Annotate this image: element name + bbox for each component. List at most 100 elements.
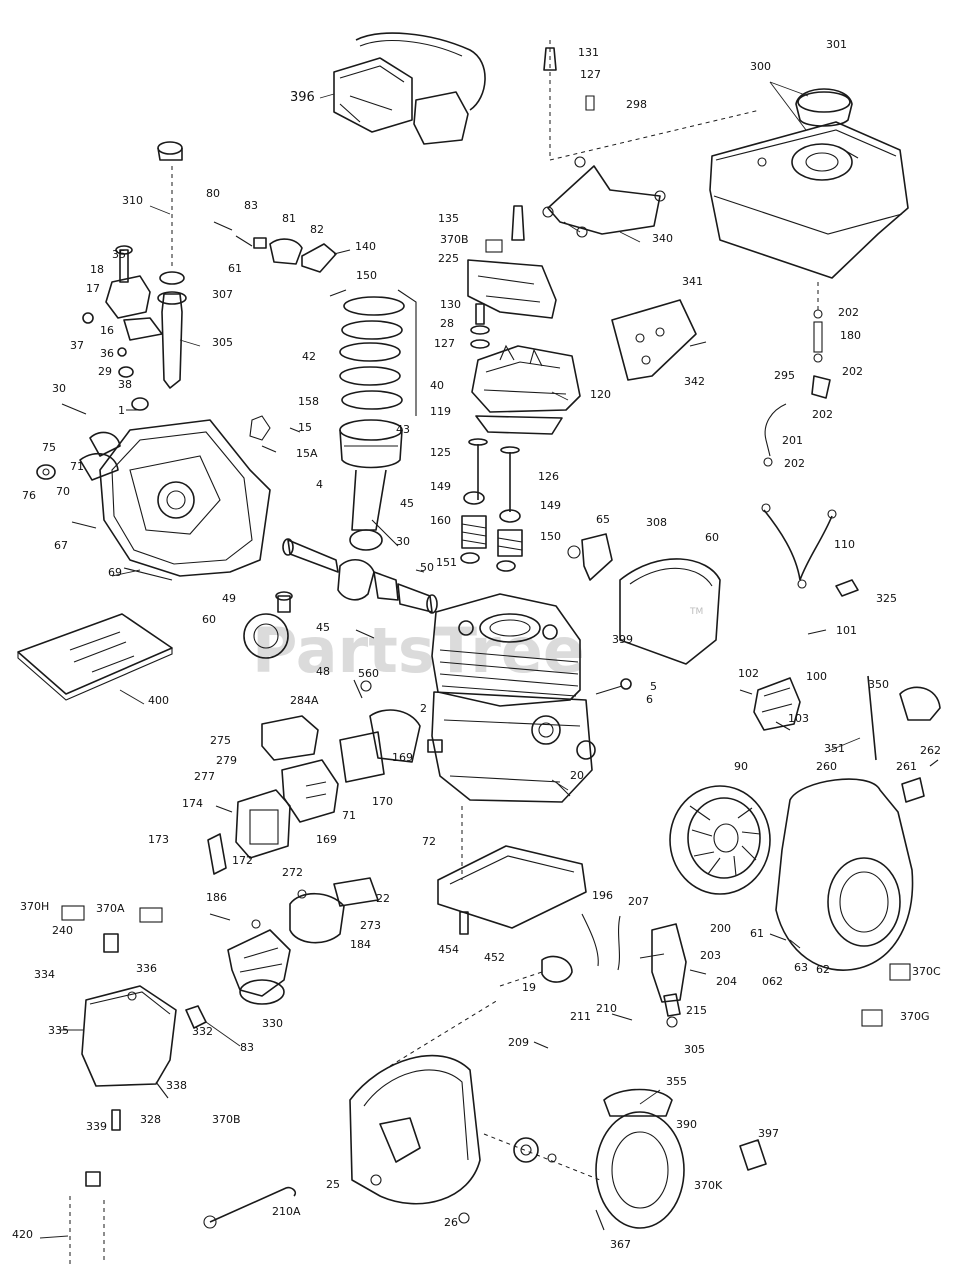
part-label-370g[interactable]: 370G: [900, 1010, 930, 1023]
part-label-38[interactable]: 38: [118, 378, 132, 391]
part-label-332[interactable]: 332: [192, 1025, 213, 1038]
part-label-101[interactable]: 101: [836, 624, 857, 637]
part-label-310[interactable]: 310: [122, 194, 143, 207]
part-label-45a[interactable]: 45: [400, 497, 414, 510]
part-label-202c[interactable]: 202: [812, 408, 833, 421]
part-label-151[interactable]: 151: [436, 556, 457, 569]
part-label-2[interactable]: 2: [420, 702, 427, 715]
part-label-284a[interactable]: 284A: [290, 694, 319, 707]
part-label-103[interactable]: 103: [788, 712, 809, 725]
part-label-120[interactable]: 120: [590, 388, 611, 401]
part-label-210a[interactable]: 210A: [272, 1205, 301, 1218]
part-label-340[interactable]: 340: [652, 232, 673, 245]
part-label-42[interactable]: 42: [302, 350, 316, 363]
part-label-81[interactable]: 81: [282, 212, 296, 225]
part-label-29[interactable]: 29: [98, 365, 112, 378]
part-label-341[interactable]: 341: [682, 275, 703, 288]
part-label-399[interactable]: 399: [612, 633, 633, 646]
part-label-351[interactable]: 351: [824, 742, 845, 755]
part-label-35[interactable]: 35: [112, 248, 126, 261]
part-label-126[interactable]: 126: [538, 470, 559, 483]
part-label-370bb[interactable]: 370B: [212, 1113, 241, 1126]
part-label-90[interactable]: 90: [734, 760, 748, 773]
part-label-5[interactable]: 5: [650, 680, 657, 693]
part-label-203[interactable]: 203: [700, 949, 721, 962]
part-label-174[interactable]: 174: [182, 797, 203, 810]
part-label-140[interactable]: 140: [355, 240, 376, 253]
part-label-37[interactable]: 37: [70, 339, 84, 352]
part-label-70[interactable]: 70: [56, 485, 70, 498]
part-label-1[interactable]: 1: [118, 404, 125, 417]
part-label-305[interactable]: 305: [212, 336, 233, 349]
part-label-150[interactable]: 150: [356, 269, 377, 282]
part-label-6[interactable]: 6: [646, 693, 653, 706]
part-label-100[interactable]: 100: [806, 670, 827, 683]
part-label-262[interactable]: 262: [920, 744, 941, 757]
part-label-20[interactable]: 20: [570, 769, 584, 782]
part-label-207[interactable]: 207: [628, 895, 649, 908]
part-label-355[interactable]: 355: [666, 1075, 687, 1088]
part-label-397[interactable]: 397: [758, 1127, 779, 1140]
part-label-184[interactable]: 184: [350, 938, 371, 951]
part-label-202b[interactable]: 202: [842, 365, 863, 378]
part-label-305b[interactable]: 305: [684, 1043, 705, 1056]
part-label-225[interactable]: 225: [438, 252, 459, 265]
part-label-273[interactable]: 273: [360, 919, 381, 932]
part-label-200[interactable]: 200: [710, 922, 731, 935]
part-label-127b[interactable]: 127: [434, 337, 455, 350]
part-label-102[interactable]: 102: [738, 667, 759, 680]
part-label-173[interactable]: 173: [148, 833, 169, 846]
part-label-210[interactable]: 210: [596, 1002, 617, 1015]
part-label-83[interactable]: 83: [244, 199, 258, 212]
part-label-75[interactable]: 75: [42, 441, 56, 454]
part-label-83b[interactable]: 83: [240, 1041, 254, 1054]
part-label-186[interactable]: 186: [206, 891, 227, 904]
part-label-201[interactable]: 201: [782, 434, 803, 447]
part-label-339[interactable]: 339: [86, 1120, 107, 1133]
part-label-15a[interactable]: 15A: [296, 447, 318, 460]
part-label-367[interactable]: 367: [610, 1238, 631, 1251]
part-label-062[interactable]: 062: [762, 975, 783, 988]
part-label-110[interactable]: 110: [834, 538, 855, 551]
part-label-370c[interactable]: 370C: [912, 965, 941, 978]
part-label-240[interactable]: 240: [52, 924, 73, 937]
part-label-15[interactable]: 15: [298, 421, 312, 434]
part-label-19[interactable]: 19: [522, 981, 536, 994]
part-label-119[interactable]: 119: [430, 405, 451, 418]
part-label-336[interactable]: 336: [136, 962, 157, 975]
part-label-272[interactable]: 272: [282, 866, 303, 879]
part-label-158[interactable]: 158: [298, 395, 319, 408]
part-label-61b[interactable]: 61: [750, 927, 764, 940]
part-label-275[interactable]: 275: [210, 734, 231, 747]
part-label-204[interactable]: 204: [716, 975, 737, 988]
part-label-149a[interactable]: 149: [430, 480, 451, 493]
part-label-261[interactable]: 261: [896, 760, 917, 773]
part-label-328[interactable]: 328: [140, 1113, 161, 1126]
part-label-452[interactable]: 452: [484, 951, 505, 964]
part-label-260[interactable]: 260: [816, 760, 837, 773]
part-label-135[interactable]: 135: [438, 212, 459, 225]
part-label-127a[interactable]: 127: [580, 68, 601, 81]
part-label-60a[interactable]: 60: [705, 531, 719, 544]
part-label-209[interactable]: 209: [508, 1036, 529, 1049]
part-label-370k[interactable]: 370K: [694, 1179, 723, 1192]
part-label-277[interactable]: 277: [194, 770, 215, 783]
part-label-26[interactable]: 26: [444, 1216, 458, 1229]
part-label-43[interactable]: 43: [396, 423, 410, 436]
part-label-131[interactable]: 131: [578, 46, 599, 59]
part-label-60b[interactable]: 60: [202, 613, 216, 626]
part-label-61[interactable]: 61: [228, 262, 242, 275]
part-label-62[interactable]: 62: [816, 963, 830, 976]
part-label-169b[interactable]: 169: [316, 833, 337, 846]
part-label-202a[interactable]: 202: [838, 306, 859, 319]
part-label-45b[interactable]: 45: [316, 621, 330, 634]
part-label-211[interactable]: 211: [570, 1010, 591, 1023]
part-label-335[interactable]: 335: [48, 1024, 69, 1037]
part-label-202d[interactable]: 202: [784, 457, 805, 470]
part-label-180[interactable]: 180: [840, 329, 861, 342]
part-label-4[interactable]: 4: [316, 478, 323, 491]
part-label-36[interactable]: 36: [100, 347, 114, 360]
part-label-170[interactable]: 170: [372, 795, 393, 808]
part-label-16[interactable]: 16: [100, 324, 114, 337]
part-label-169[interactable]: 169: [392, 751, 413, 764]
